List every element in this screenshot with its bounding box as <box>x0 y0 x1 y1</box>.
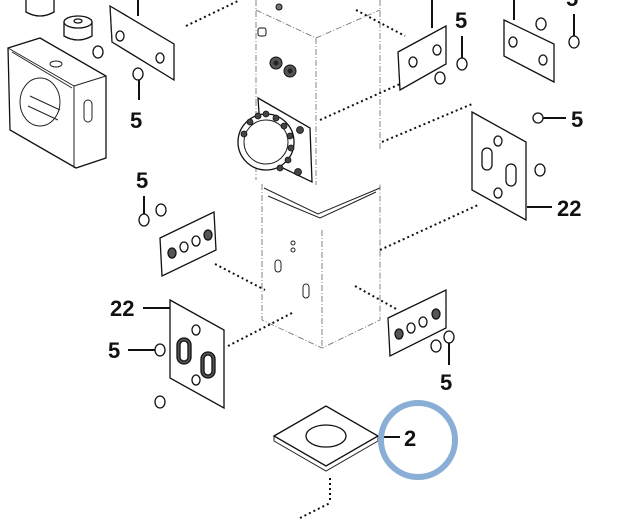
hammer-body <box>237 0 381 349</box>
highlight-circle <box>378 400 458 480</box>
plate-top-left <box>109 0 241 100</box>
square-washer-part-2 <box>272 405 400 472</box>
callout-5[interactable]: 5 <box>130 108 142 133</box>
gasket-left <box>128 298 225 410</box>
callout-5[interactable]: 5 <box>440 370 452 395</box>
callout-5[interactable]: 5 <box>136 168 148 193</box>
plate-top-right <box>503 0 580 84</box>
callout-5[interactable]: 5 <box>455 8 467 33</box>
callout-5[interactable]: 5 <box>566 0 578 11</box>
bracket-housing <box>7 0 107 169</box>
gasket-right <box>471 110 566 222</box>
callout-5[interactable]: 5 <box>571 107 583 132</box>
callout-2[interactable]: 2 <box>404 426 416 451</box>
plate-bottom-right <box>387 288 455 365</box>
callout-5[interactable]: 5 <box>108 338 120 363</box>
callout-22[interactable]: 22 <box>557 196 581 221</box>
plate-top-mid <box>397 0 468 92</box>
plate-left-mid <box>138 196 217 278</box>
callout-22[interactable]: 22 <box>110 296 134 321</box>
